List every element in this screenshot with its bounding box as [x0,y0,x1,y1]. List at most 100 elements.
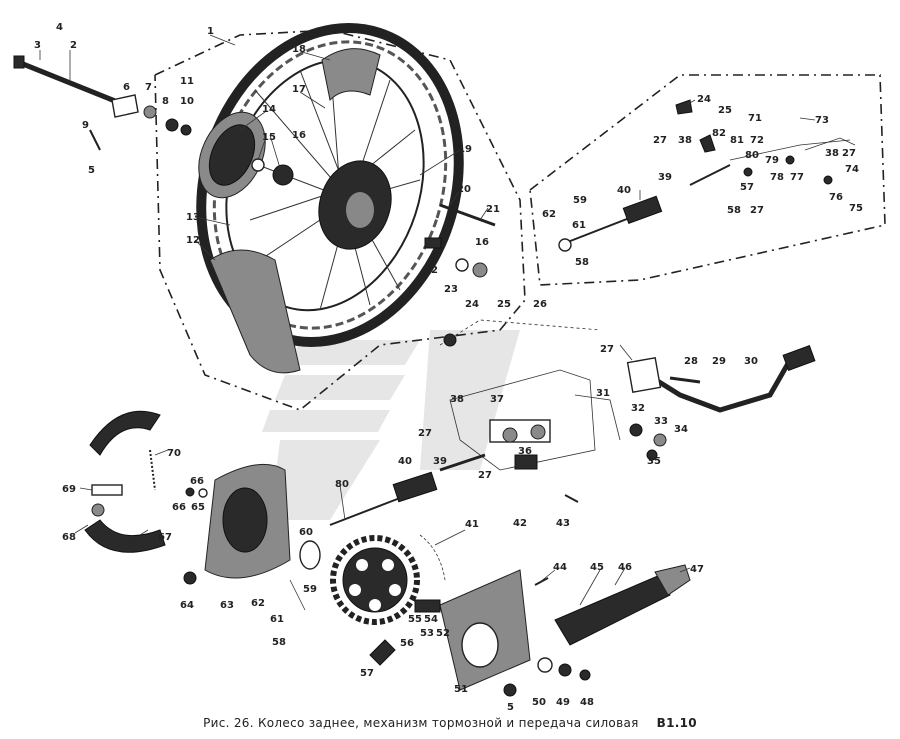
callout-25b: 25 [497,299,511,310]
callout-51: 51 [454,684,468,695]
callout-42: 42 [513,518,527,529]
callout-40a: 40 [617,185,631,196]
callout-15: 15 [262,132,276,143]
callout-58b: 58 [575,257,589,268]
callout-30: 30 [744,356,758,367]
callout-57b: 57 [360,668,374,679]
chain-case [414,569,591,697]
callout-39b: 39 [433,456,447,467]
callout-6: 6 [123,82,130,93]
callout-78: 78 [770,172,784,183]
callout-28: 28 [684,356,698,367]
callout-46: 46 [618,562,632,573]
callout-59a: 59 [573,195,587,206]
callout-41: 41 [465,519,479,530]
callout-21: 21 [486,204,500,215]
callout-32: 32 [631,403,645,414]
callout-9a: 9 [82,120,89,131]
callout-76: 76 [829,192,843,203]
callout-31: 31 [596,388,610,399]
callout-67: 67 [158,532,172,543]
callout-24b: 24 [465,299,479,310]
callout-20: 20 [457,184,471,195]
callout-43: 43 [556,518,570,529]
callout-38b: 38 [825,148,839,159]
callout-17: 17 [292,84,306,95]
callout-35: 35 [647,456,661,467]
callout-57a: 57 [740,182,754,193]
callout-24a: 24 [697,94,711,105]
callout-34: 34 [674,424,688,435]
callout-61a: 61 [572,220,586,231]
callout-2: 2 [70,40,77,51]
callout-73: 73 [815,115,829,126]
brake-linkage [558,99,856,252]
callout-25a: 25 [718,105,732,116]
callout-leaders [39,34,816,606]
watermark-logo [262,330,520,520]
callout-22: 22 [424,265,438,276]
callout-59b: 59 [303,584,317,595]
callout-64: 64 [180,600,194,611]
callout-69: 69 [62,484,76,495]
callout-80: 80 [745,150,759,161]
brake-pedal [626,345,816,461]
callout-77: 77 [790,172,804,183]
rear-sprocket [330,534,446,666]
callout-11: 11 [180,76,194,87]
callout-38c: 38 [450,394,464,405]
caption-code: В1.10 [656,716,697,730]
chain-guard [209,249,301,374]
callout-16b: 16 [475,237,489,248]
callout-14: 14 [262,104,276,115]
callout-75: 75 [849,203,863,214]
callout-36: 36 [518,446,532,457]
callout-68: 68 [62,532,76,543]
callout-13: 13 [186,212,200,223]
callout-50: 50 [532,697,546,708]
callout-79: 79 [765,155,779,166]
callout-4: 4 [56,22,63,33]
brake-shoes [84,410,208,553]
callout-60: 60 [299,527,313,538]
callout-66b: 66 [190,476,204,487]
callout-5a: 5 [88,165,95,176]
callout-53: 53 [420,628,434,639]
callout-19: 19 [458,144,472,155]
callout-10: 10 [180,96,194,107]
callout-63: 63 [220,600,234,611]
callout-81: 81 [730,135,744,146]
callout-65: 65 [191,502,205,513]
brake-mechanism [329,319,621,526]
callout-72: 72 [750,135,764,146]
callout-62b: 62 [251,598,265,609]
callout-44: 44 [553,562,567,573]
callout-27c: 27 [750,205,764,216]
callout-71: 71 [748,113,762,124]
callout-82: 82 [712,128,726,139]
callout-58a: 58 [727,205,741,216]
callout-29: 29 [712,356,726,367]
callout-27d: 27 [600,344,614,355]
callout-23: 23 [444,284,458,295]
callout-33: 33 [654,416,668,427]
caption-text: Рис. 26. Колесо заднее, механизм тормозн… [203,716,639,730]
callout-62a: 62 [542,209,556,220]
callout-7: 7 [145,82,152,93]
brake-backing-plate [183,463,321,611]
callout-52: 52 [436,628,450,639]
callout-74: 74 [845,164,859,175]
callout-12: 12 [186,235,200,246]
callout-56: 56 [400,638,414,649]
small-screws [534,494,579,586]
callout-27f: 27 [478,470,492,481]
callout-3: 3 [34,40,41,51]
callout-27b: 27 [842,148,856,159]
callout-27e: 27 [418,428,432,439]
callout-61b: 61 [270,614,284,625]
callout-47: 47 [690,564,704,575]
callout-5b: 5 [507,702,514,713]
callout-26: 26 [533,299,547,310]
rear-axle [13,55,192,151]
callout-49: 49 [556,697,570,708]
